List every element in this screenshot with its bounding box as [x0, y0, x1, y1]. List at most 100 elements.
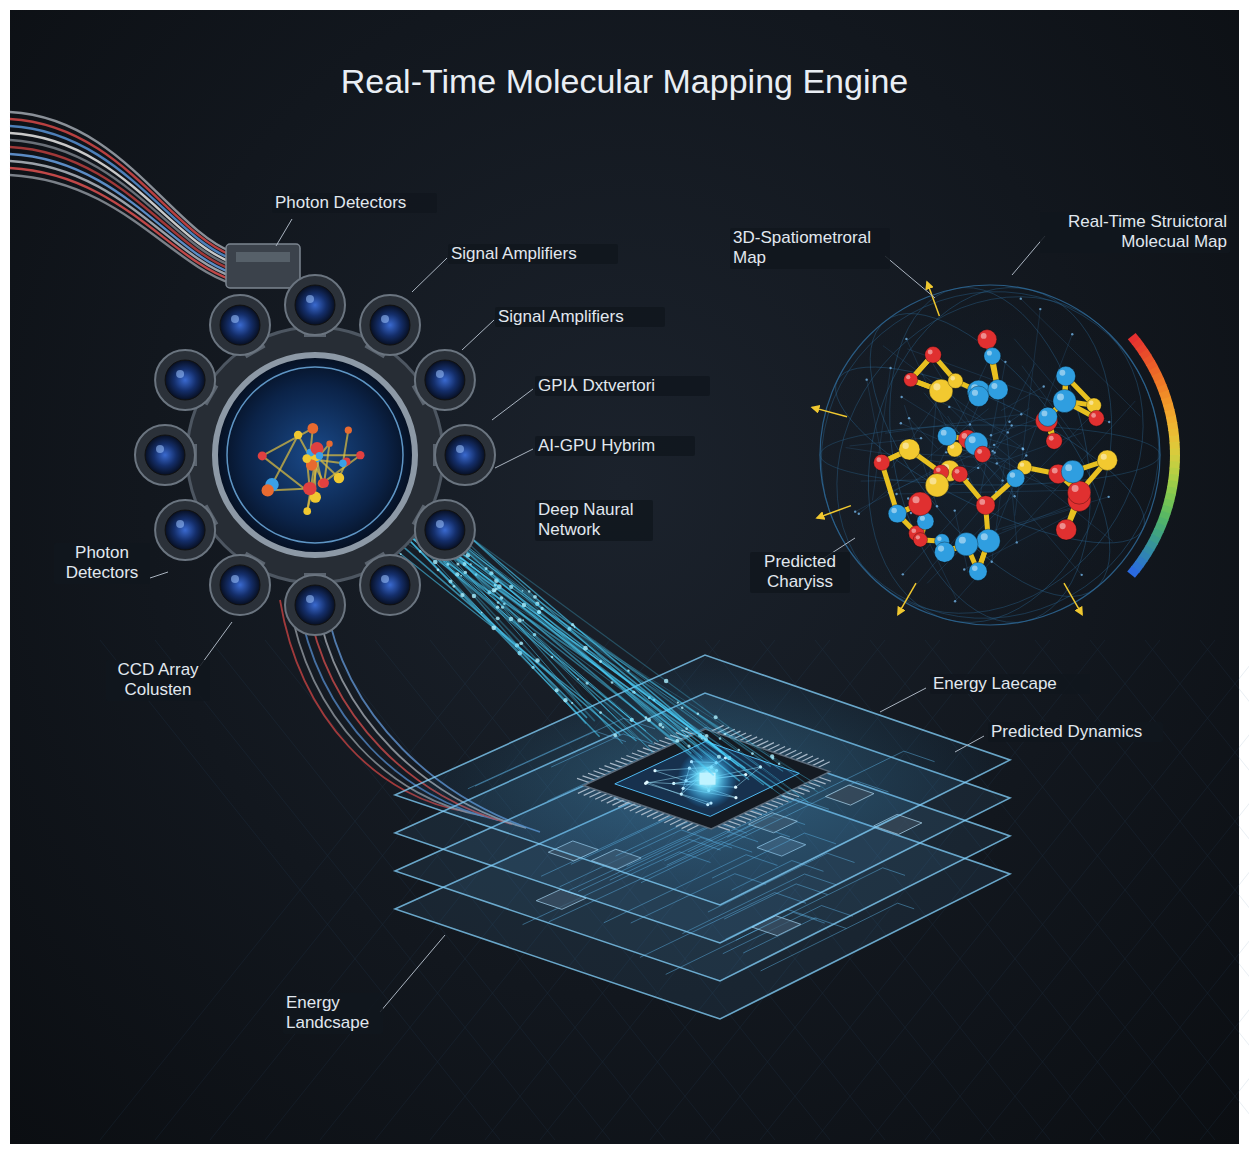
- grid-line: [1035, 640, 1249, 1140]
- grid-line: [980, 640, 1249, 1140]
- light-particle: [535, 658, 539, 662]
- lens-glass: [445, 435, 485, 475]
- connector-block: [236, 252, 290, 262]
- orbit-line: [861, 269, 1119, 641]
- sample-bond: [324, 444, 329, 483]
- chip-pin: [577, 778, 590, 782]
- cable: [10, 175, 232, 284]
- color-scale-arc: [1166, 398, 1168, 405]
- leader-line: [955, 736, 984, 752]
- network-dot: [1039, 308, 1041, 310]
- light-particle: [437, 568, 440, 571]
- color-scale-arc: [1171, 417, 1172, 424]
- force-arrow: [898, 583, 916, 614]
- chip-pin: [765, 803, 778, 807]
- color-scale-arc: [1156, 374, 1159, 381]
- light-particle: [496, 605, 499, 608]
- network-dot: [858, 513, 860, 515]
- glass-layer: [395, 655, 1010, 905]
- lens-body: [155, 350, 215, 410]
- grid-line: [1200, 640, 1249, 1140]
- atom-highlight: [969, 436, 976, 443]
- atom: [976, 496, 995, 515]
- part-label: AI-GPU Hybrim: [535, 436, 695, 456]
- network-dot: [854, 510, 856, 512]
- atom-highlight: [1091, 413, 1096, 418]
- chip-pin: [818, 762, 830, 768]
- color-scale-arc: [1140, 346, 1144, 352]
- chip-pin: [744, 813, 757, 817]
- atom: [968, 386, 989, 407]
- color-scale-arc: [1171, 487, 1172, 494]
- part-label: Photon Detectors: [272, 193, 437, 213]
- network-line: [924, 393, 1082, 575]
- chip-pin: [593, 771, 606, 775]
- color-scale-arc: [1159, 380, 1162, 387]
- part-label: GPI⅄ Dxtvertori: [535, 376, 710, 396]
- part-label: Predicted Charyiss: [750, 552, 850, 593]
- color-scale-arc: [1150, 542, 1154, 548]
- chip-pin: [739, 816, 752, 820]
- lens-body: [415, 350, 475, 410]
- network-dot: [905, 338, 907, 340]
- orbit-line: [820, 425, 1160, 485]
- network-dot: [865, 378, 867, 380]
- atom: [1038, 407, 1057, 426]
- sample-atom: [334, 473, 344, 483]
- force-arrow: [927, 282, 939, 316]
- chip-pin: [584, 790, 596, 796]
- color-scale-arc: [1168, 404, 1170, 411]
- lens-body: [210, 555, 270, 615]
- chip-pin: [624, 803, 636, 809]
- atom: [974, 446, 990, 462]
- light-particle: [491, 625, 496, 630]
- processor-chip: [584, 729, 830, 829]
- color-scale-arc: [1143, 553, 1147, 559]
- atom-highlight: [1049, 436, 1054, 441]
- atom-highlight: [1042, 411, 1048, 417]
- lens-highlight: [381, 315, 389, 323]
- network-dot: [1007, 431, 1009, 433]
- network-dot: [902, 573, 904, 575]
- cable: [10, 119, 232, 256]
- atom-highlight: [916, 535, 920, 539]
- light-beam: [358, 482, 745, 768]
- atom: [925, 473, 948, 496]
- atom: [913, 533, 927, 547]
- chip-pin: [632, 753, 645, 757]
- atom-highlight: [920, 516, 925, 521]
- atom: [888, 504, 906, 522]
- ring-plate: [187, 327, 443, 583]
- leader-line: [412, 258, 447, 292]
- grid-line: [1035, 640, 1249, 1140]
- lens-body: [285, 275, 345, 335]
- part-label: Deep Naural Network: [535, 500, 653, 541]
- chip-pin: [615, 761, 628, 765]
- light-particle: [778, 763, 780, 765]
- light-particle: [571, 623, 574, 626]
- diagram-title: Real-Time Molecular Mapping Engine: [0, 62, 1249, 101]
- leader-line: [492, 389, 533, 420]
- color-scale-arc: [1170, 449, 1180, 456]
- light-particle: [738, 749, 740, 751]
- force-arrow: [1064, 583, 1082, 614]
- atom: [1061, 460, 1084, 483]
- atom-highlight: [941, 430, 947, 436]
- network-dot: [963, 568, 965, 570]
- chip-pin: [612, 799, 624, 805]
- network-line: [906, 339, 989, 522]
- atom-highlight: [981, 333, 987, 339]
- color-scale-arc: [1159, 524, 1162, 531]
- atom: [1056, 519, 1077, 540]
- light-particle: [496, 616, 500, 620]
- atom-highlight: [903, 443, 909, 449]
- atom-highlight: [955, 469, 960, 474]
- lens-highlight: [381, 575, 389, 583]
- leader-line: [462, 320, 494, 350]
- lens-glass: [165, 360, 205, 400]
- color-scale-arc: [1147, 357, 1151, 363]
- atom-highlight: [1065, 464, 1072, 471]
- atom-highlight: [933, 383, 940, 390]
- leader-line: [495, 449, 533, 468]
